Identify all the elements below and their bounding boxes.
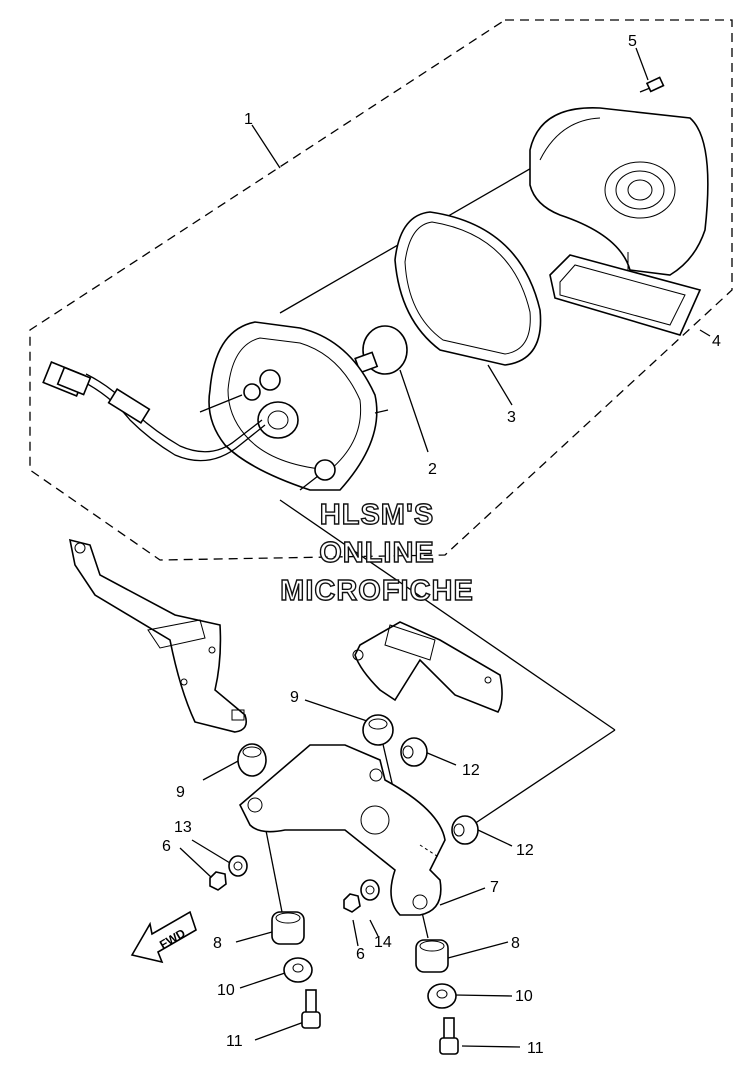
callout-5: 5	[628, 33, 637, 50]
grommet-12-upper	[400, 737, 428, 767]
bolt-11-right	[439, 1017, 459, 1055]
callout-10-left: 10	[217, 982, 235, 999]
callout-14: 14	[374, 934, 392, 951]
callout-1: 1	[244, 111, 253, 128]
washer-13	[228, 855, 248, 877]
watermark-line2: ONLINE	[319, 537, 435, 569]
collar-9-right	[362, 714, 394, 746]
callout-2: 2	[428, 461, 437, 478]
callout-10-right: 10	[515, 988, 533, 1005]
callout-7: 7	[490, 879, 499, 896]
tail-lamp-lens	[529, 107, 709, 302]
callout-12-lower: 12	[516, 842, 534, 859]
collar-9-left	[237, 743, 267, 777]
assembly-boundary	[29, 19, 733, 561]
right-stay-bracket	[352, 621, 503, 713]
lens-gasket	[394, 211, 542, 366]
callout-12-upper: 12	[462, 762, 480, 779]
callout-11-right: 11	[527, 1040, 544, 1057]
lamp-housing	[199, 321, 389, 491]
bulb	[354, 325, 408, 375]
washer-14	[360, 879, 380, 901]
callout-4: 4	[712, 333, 721, 350]
callout-13: 13	[174, 819, 192, 836]
fwd-arrow: FWD	[130, 910, 197, 964]
callout-6-right: 6	[356, 946, 365, 963]
callout-3: 3	[507, 409, 516, 426]
callout-8-left: 8	[213, 935, 222, 952]
nut-6-right	[343, 893, 361, 913]
lamp-bracket	[239, 744, 446, 916]
left-stay-bracket	[68, 538, 248, 733]
damper-8-left	[271, 911, 305, 945]
callout-6-left: 6	[162, 838, 171, 855]
bolt-11-left	[301, 989, 321, 1029]
collar-10-left	[283, 957, 313, 983]
watermark: HLSM'S ONLINE MICROFICHE	[279, 498, 474, 607]
connector	[42, 361, 92, 397]
watermark-line3: MICROFICHE	[280, 575, 474, 607]
lens-screw	[639, 76, 665, 93]
callout-9-left: 9	[176, 784, 185, 801]
callout-11-left: 11	[226, 1033, 243, 1050]
grommet-12-lower	[451, 815, 479, 845]
callout-9-right: 9	[290, 689, 299, 706]
collar-10-right	[427, 983, 457, 1009]
callout-8-right: 8	[511, 935, 520, 952]
watermark-line1: HLSM'S	[320, 499, 434, 531]
damper-8-right	[415, 939, 449, 973]
reflector	[549, 254, 702, 336]
wire-harness	[79, 373, 266, 462]
nut-6-left	[209, 871, 227, 891]
callout-labels: 1 2 3 4 5 6 6 7 8 8 9 9 10 10 11 11 12 1…	[162, 33, 721, 1057]
